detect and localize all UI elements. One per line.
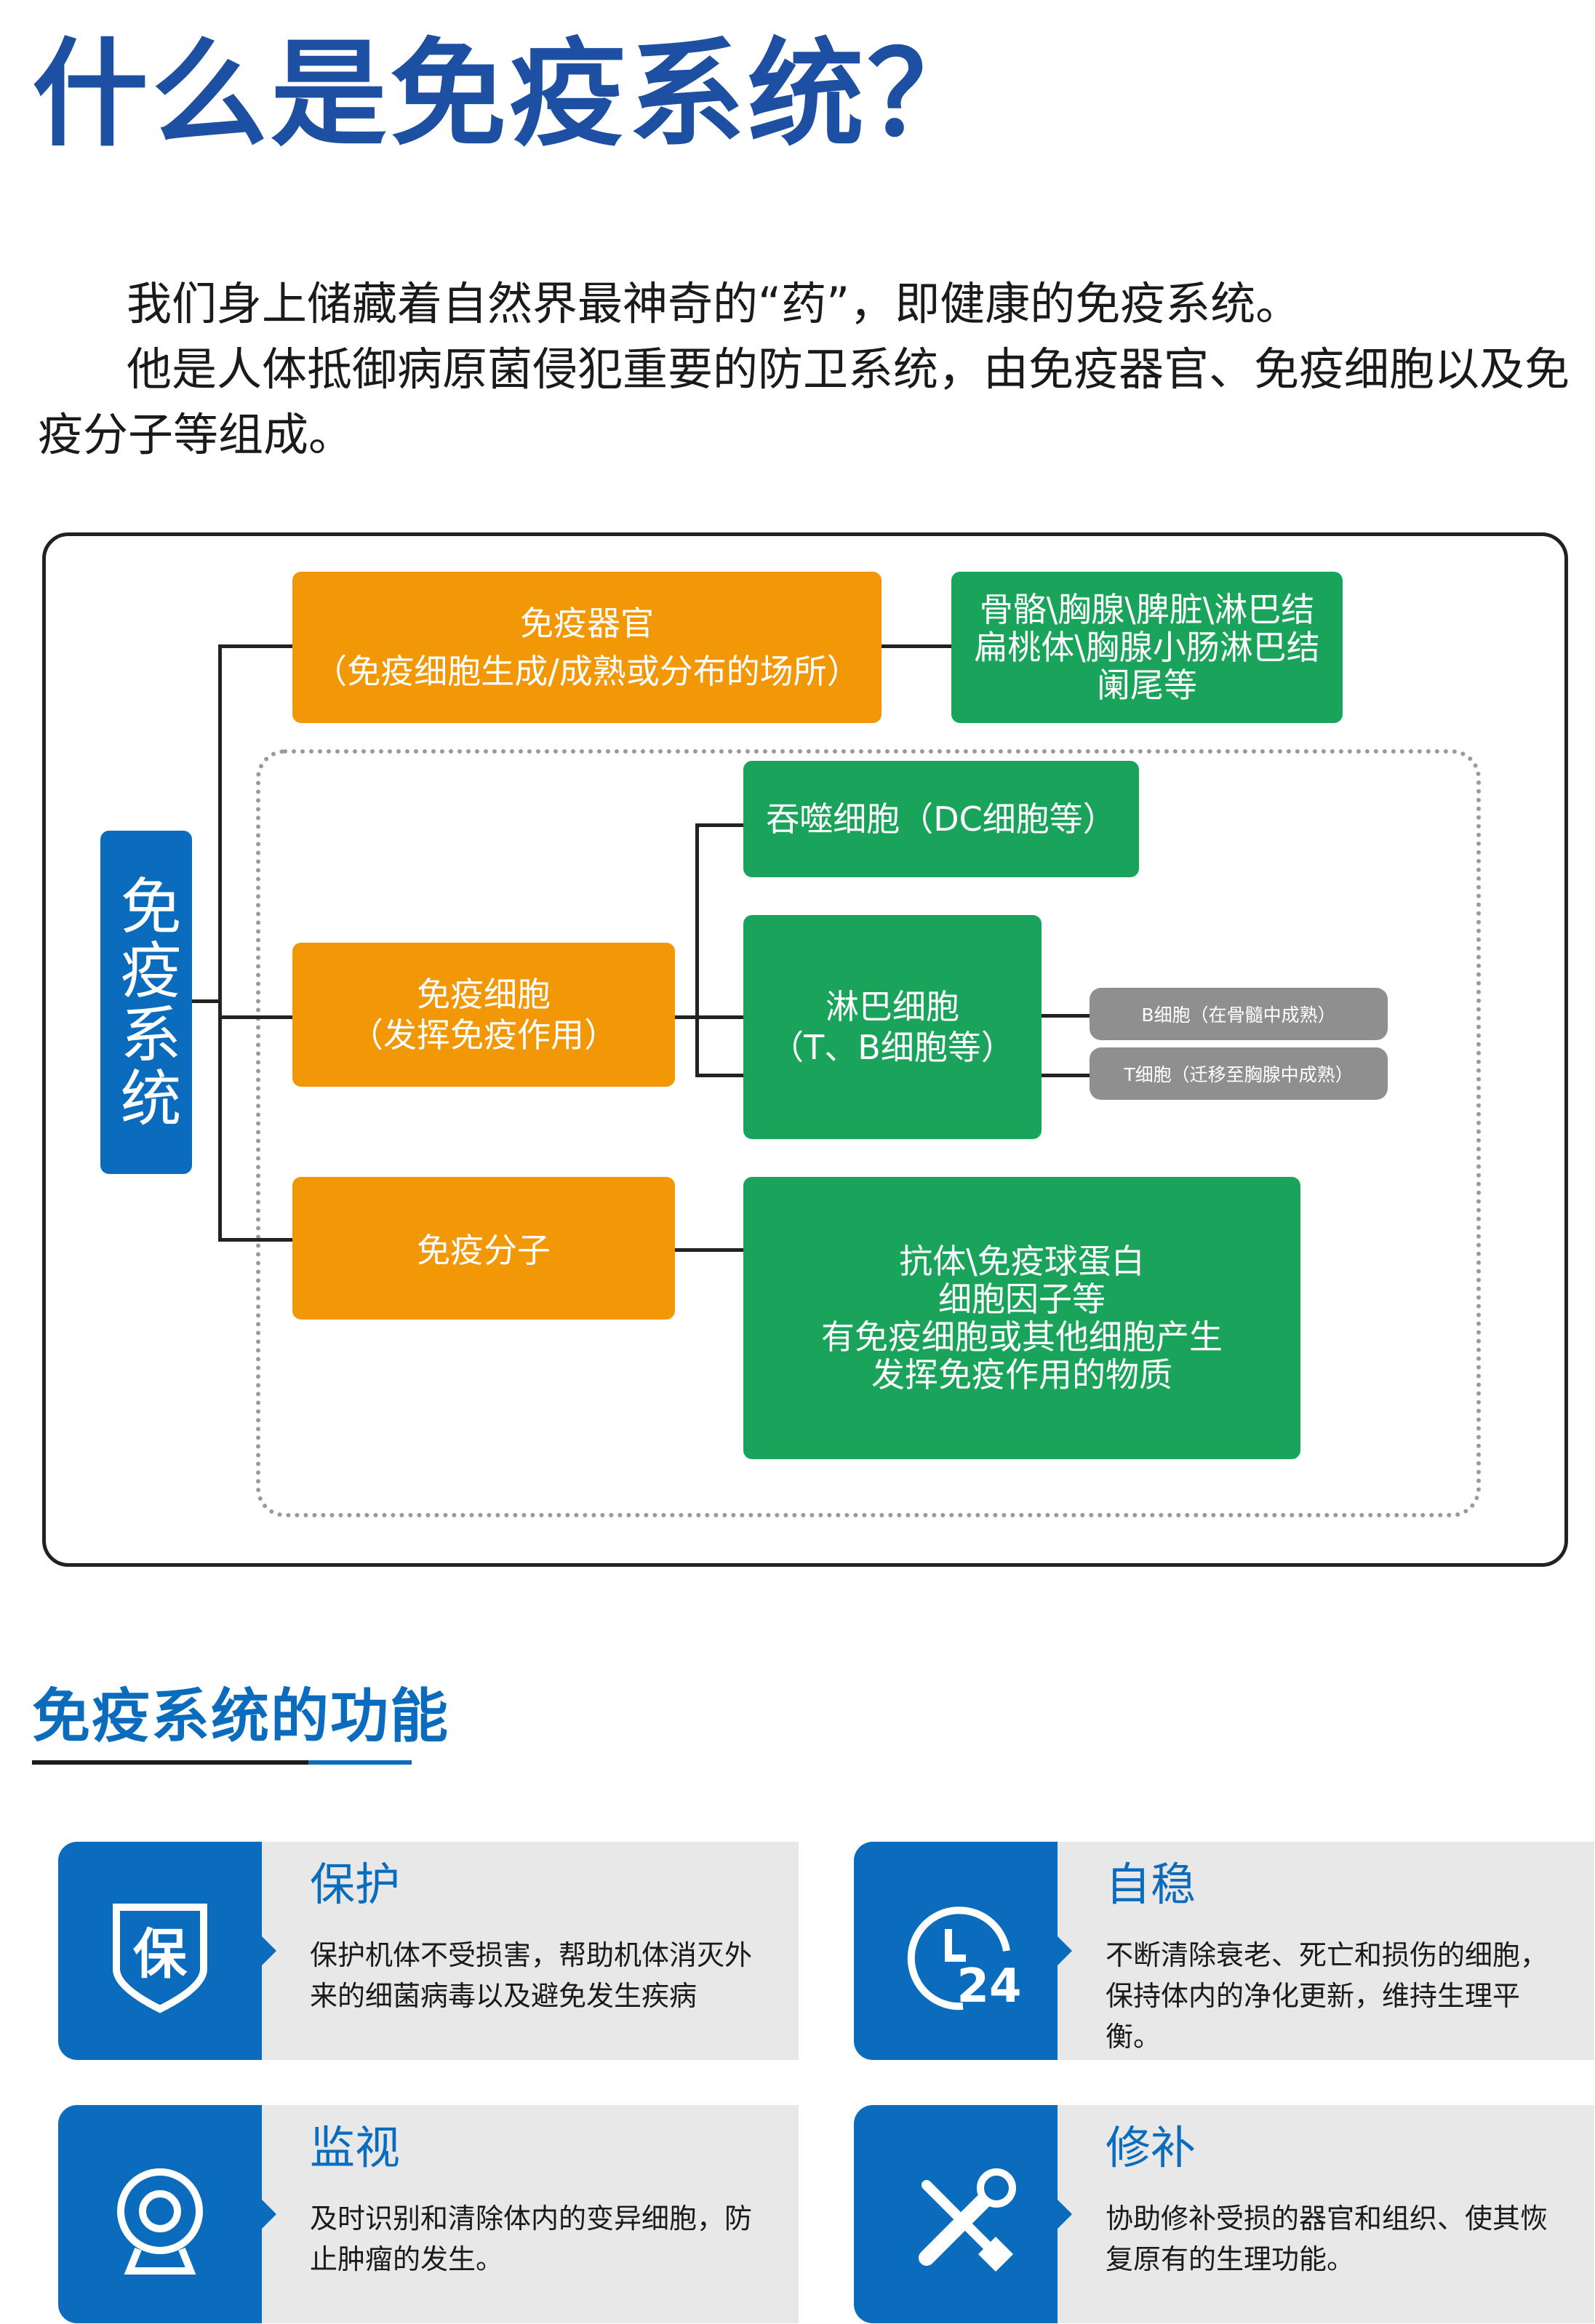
connector-line <box>1042 1014 1090 1018</box>
card-title: 保护 <box>310 1858 401 1911</box>
connector-line <box>218 644 292 648</box>
card-text: 不断清除衰老、死亡和损伤的细胞，保持体内的净化更新，维持生理平衡。 <box>1106 1939 1548 2053</box>
card-background <box>999 1842 1594 2060</box>
function-card-stability: 24 自稳 不断清除衰老、死亡和损伤的细胞，保持体内的净化更新，维持生理平衡。 <box>854 1842 1594 2060</box>
function-card-repair: 修补 协助修补受损的器官和组织、使其恢复原有的生理功能。 <box>854 2105 1594 2323</box>
card-title: 监视 <box>310 2121 401 2174</box>
card-text: 协助修补受损的器官和组织、使其恢复原有的生理功能。 <box>1106 2203 1548 2275</box>
connector-line <box>675 1015 743 1019</box>
card-icon-tile <box>58 2105 276 2323</box>
node-line: 抗体\免疫球蛋白 <box>899 1242 1145 1281</box>
node-label: 淋巴细胞 <box>826 987 959 1026</box>
connector-line <box>192 999 221 1003</box>
intro-paragraph-line: 疫分子等组成。 <box>38 408 354 461</box>
node-line: 细胞因子等 <box>938 1279 1106 1319</box>
heading-underline <box>32 1760 308 1765</box>
root-node-immune-system: 免疫系统 <box>100 831 192 1174</box>
node-immune-organ: 免疫器官 （免疫细胞生成/成熟或分布的场所） <box>292 572 882 723</box>
node-lymphocyte: 淋巴细胞 （T、B细胞等） <box>743 915 1042 1139</box>
webcam-icon <box>117 2168 203 2275</box>
connector-line <box>695 823 743 827</box>
connector-line <box>218 644 222 1241</box>
svg-text:保: 保 <box>133 1923 188 1986</box>
node-line: 骨骼\胸腺\脾脏\淋巴结 <box>979 590 1315 629</box>
wrench-screwdriver-icon <box>919 2168 1016 2272</box>
page-title: 什么是免疫系统？ <box>32 26 987 162</box>
shield-bao-icon: 保 <box>113 1904 207 2013</box>
card-background <box>999 2105 1594 2323</box>
node-line: 阑尾等 <box>1097 666 1197 705</box>
node-label: B细胞（在骨髓中成熟） <box>1141 1005 1336 1026</box>
connector-line <box>218 1238 292 1242</box>
node-t-cell: T细胞（迁移至胸腺中成熟） <box>1090 1047 1388 1100</box>
cell-molecule-group-frame <box>256 749 1481 1517</box>
section-heading-functions: 免疫系统的功能 <box>32 1682 449 1750</box>
card-background <box>204 1842 799 2060</box>
card-icon-tile <box>854 2105 1072 2323</box>
node-phagocyte: 吞噬细胞（DC细胞等） <box>743 761 1139 877</box>
node-desc: （发挥免疫作用） <box>350 1015 617 1055</box>
connector-line <box>695 1074 743 1077</box>
node-immune-cell: 免疫细胞 （发挥免疫作用） <box>292 943 675 1087</box>
connector-line <box>882 644 951 648</box>
node-label: 免疫器官 <box>520 604 654 643</box>
node-desc: （免疫细胞生成/成熟或分布的场所） <box>313 652 860 691</box>
root-node-label: 免疫系统 <box>111 874 182 1130</box>
node-label: 免疫分子 <box>417 1231 551 1270</box>
intro-paragraph-line: 他是人体抵御病原菌侵犯重要的防卫系统，由免疫器官、免疫细胞以及免 <box>127 343 1570 396</box>
card-icon-tile: 24 <box>854 1842 1072 2060</box>
node-b-cell: B细胞（在骨髓中成熟） <box>1090 988 1388 1040</box>
card-text: 保护机体不受损害，帮助机体消灭外来的细菌病毒以及避免发生疾病 <box>310 1939 753 2012</box>
node-label: T细胞（迁移至胸腺中成熟） <box>1124 1064 1354 1085</box>
node-line: 扁桃体\胸腺小肠淋巴结 <box>974 628 1320 667</box>
clock-24-icon: 24 <box>907 1906 1021 2013</box>
card-text: 及时识别和清除体内的变异细胞，防止肿瘤的发生。 <box>310 2203 753 2275</box>
card-background <box>204 2105 799 2323</box>
connector-line <box>675 1248 743 1252</box>
node-label: 免疫细胞 <box>417 975 551 1014</box>
connector-line <box>1042 1074 1090 1077</box>
intro-paragraph-line: 我们身上储藏着自然界最神奇的“药”，即健康的免疫系统。 <box>127 277 1301 330</box>
function-card-protect: 保 保护 保护机体不受损害，帮助机体消灭外来的细菌病毒以及避免发生疾病 <box>58 1842 799 2060</box>
function-card-monitor: 监视 及时识别和清除体内的变异细胞，防止肿瘤的发生。 <box>58 2105 799 2323</box>
svg-text:24: 24 <box>956 1960 1021 2013</box>
connector-line <box>218 1015 292 1019</box>
card-title: 自稳 <box>1106 1858 1196 1911</box>
node-label: 吞噬细胞（DC细胞等） <box>766 799 1116 839</box>
heading-underline-accent <box>308 1760 412 1765</box>
node-line: 发挥免疫作用的物质 <box>871 1355 1172 1394</box>
node-immune-molecule: 免疫分子 <box>292 1177 675 1319</box>
card-title: 修补 <box>1106 2121 1196 2174</box>
node-molecule-examples: 抗体\免疫球蛋白 细胞因子等 有免疫细胞或其他细胞产生 发挥免疫作用的物质 <box>743 1177 1300 1459</box>
connector-line <box>695 823 699 1077</box>
card-icon-tile: 保 <box>58 1842 276 2060</box>
node-desc: （T、B细胞等） <box>770 1028 1015 1067</box>
node-organ-examples: 骨骼\胸腺\脾脏\淋巴结 扁桃体\胸腺小肠淋巴结 阑尾等 <box>951 572 1343 723</box>
immune-system-diagram <box>42 532 1568 1567</box>
node-line: 有免疫细胞或其他细胞产生 <box>821 1317 1223 1357</box>
